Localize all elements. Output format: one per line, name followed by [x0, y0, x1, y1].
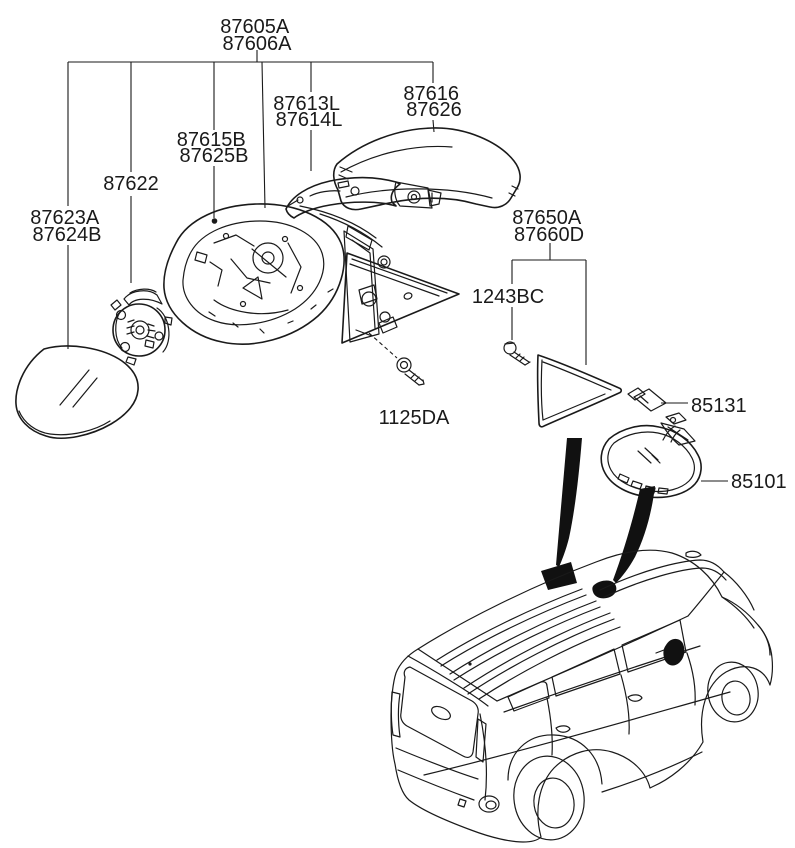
drawing-vehicle — [390, 549, 773, 843]
drawing-inside-mirror-garnish — [536, 354, 623, 428]
drawing-inside-rear-view-mirror — [600, 412, 702, 499]
part-code[interactable]: 87616 — [403, 83, 459, 105]
drawing-mirror-mount-screw — [396, 357, 425, 386]
label-mirror-assembly[interactable]: 87605A 87606A — [220, 16, 293, 55]
drawing-mirror-actuator — [110, 288, 173, 366]
part-code[interactable]: 87650A — [512, 207, 582, 229]
part-code[interactable]: 87622 — [103, 173, 159, 195]
drawing-turn-signal-lamp — [285, 176, 442, 219]
top-bracket-leaders — [67, 50, 435, 349]
label-mirror-actuator[interactable]: 87622 — [103, 173, 159, 195]
drawing-outside-mirror-cover — [332, 127, 521, 211]
part-code[interactable]: 1243BC — [472, 286, 544, 308]
right-bracket-leaders — [368, 243, 728, 482]
label-mirror-sensor-cover[interactable]: 85131 — [691, 395, 747, 417]
label-mirror-glass[interactable]: 87623A 87624B — [30, 207, 103, 246]
part-code[interactable]: 87605A — [220, 16, 290, 38]
part-code[interactable]: 87624B — [33, 224, 102, 246]
part-code[interactable]: 87660D — [514, 224, 584, 246]
label-inside-mirror-garnish[interactable]: 87650A 87660D — [512, 207, 585, 246]
part-code[interactable]: 87623A — [30, 207, 100, 229]
part-code[interactable]: 85101 — [731, 471, 787, 493]
label-mirror-mount-screw[interactable]: 1125DA — [379, 407, 450, 429]
drawing-mirror-glass — [15, 345, 139, 439]
drawing-mirror-sensor-cover — [627, 387, 667, 412]
part-code[interactable]: 87614L — [276, 109, 343, 131]
drawing-mirror-housing-assembly — [163, 203, 460, 345]
label-inside-rear-view-mirror[interactable]: 85101 — [731, 471, 787, 493]
part-code[interactable]: 87615B — [177, 129, 246, 151]
drawing-garnish-screw — [503, 341, 531, 366]
label-mirror-housing[interactable]: 87615B 87625B — [177, 129, 252, 167]
part-code[interactable]: 87613L — [273, 93, 340, 115]
label-turn-signal-lamp[interactable]: 87613L 87614L — [273, 93, 345, 131]
label-outside-mirror-cover[interactable]: 87616 87626 — [403, 83, 464, 121]
part-code[interactable]: 87606A — [223, 33, 293, 55]
part-code[interactable]: 87626 — [406, 99, 462, 121]
part-code[interactable]: 85131 — [691, 395, 747, 417]
label-garnish-screw[interactable]: 1243BC — [472, 286, 544, 308]
part-code[interactable]: 1125DA — [379, 407, 450, 429]
part-code[interactable]: 87625B — [180, 145, 249, 167]
